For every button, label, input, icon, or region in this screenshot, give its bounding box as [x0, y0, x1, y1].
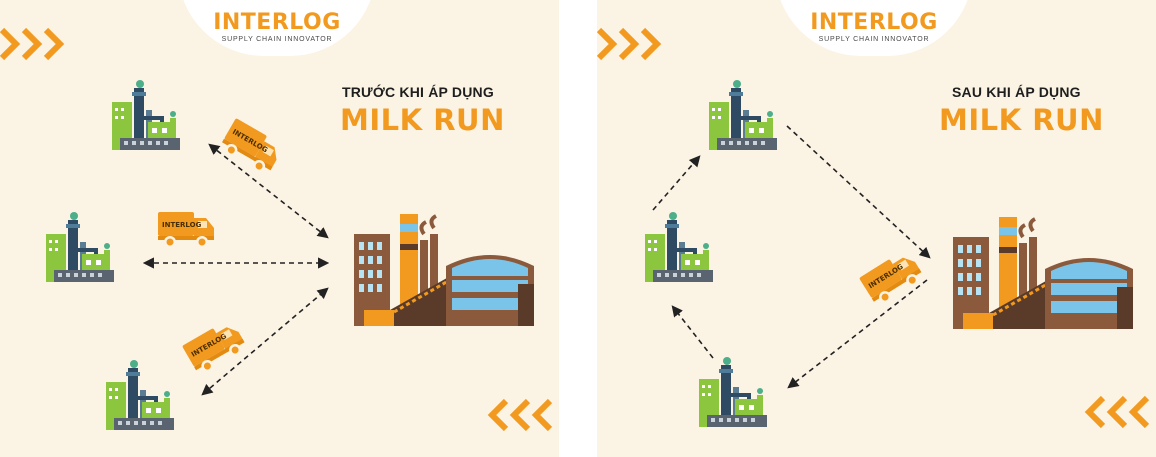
- main-plant-icon: [352, 212, 536, 328]
- delivery-truck-icon: INTERLOG: [859, 248, 926, 309]
- heading-after: SAU KHI ÁP DỤNG: [952, 84, 1081, 100]
- heading-before: TRƯỚC KHI ÁP DỤNG: [342, 84, 494, 100]
- supplier-factory-icon: [643, 210, 715, 284]
- supplier-factory-icon: [110, 78, 182, 152]
- delivery-truck-icon: INTERLOG: [182, 318, 249, 378]
- diagram-before: INTERLOG INTERLOG INTERLOG: [0, 0, 559, 432]
- supplier-factory-icon: [44, 210, 116, 284]
- panel-after-milk-run: INTERLOG SUPPLY CHAIN INNOVATOR SAU KHI …: [597, 0, 1156, 457]
- logo-tagline: SUPPLY CHAIN INNOVATOR: [818, 36, 930, 43]
- route-line: [787, 279, 928, 389]
- heading-milk-run: MILK RUN: [939, 103, 1104, 137]
- supplier-factory-icon: [104, 358, 176, 432]
- route-line: [652, 155, 701, 211]
- route-line: [208, 143, 329, 239]
- truck-mark: INTERLOG: [162, 221, 202, 229]
- main-plant-icon: [951, 215, 1135, 331]
- delivery-truck-icon: INTERLOG: [218, 118, 285, 178]
- supplier-factory-icon: [697, 355, 769, 429]
- chevron-left-icon: [492, 401, 550, 429]
- route-line: [201, 287, 329, 396]
- chevron-left-icon: [1089, 398, 1147, 426]
- heading-milk-run: MILK RUN: [340, 103, 505, 137]
- route-line: [671, 305, 714, 359]
- supplier-factory-icon: [707, 78, 779, 152]
- chevron-right-icon: [599, 30, 657, 58]
- chevron-right-icon: [2, 30, 60, 58]
- logo-wordmark: INTERLOG: [213, 10, 341, 35]
- route-line: [786, 125, 931, 259]
- logo-tagline: SUPPLY CHAIN INNOVATOR: [221, 36, 333, 43]
- logo-wordmark: INTERLOG: [810, 10, 938, 35]
- delivery-truck-icon: INTERLOG: [158, 212, 214, 248]
- panel-before-milk-run: INTERLOG SUPPLY CHAIN INNOVATOR TRƯỚC KH…: [0, 0, 559, 457]
- diagram-after: INTERLOG: [597, 0, 1156, 429]
